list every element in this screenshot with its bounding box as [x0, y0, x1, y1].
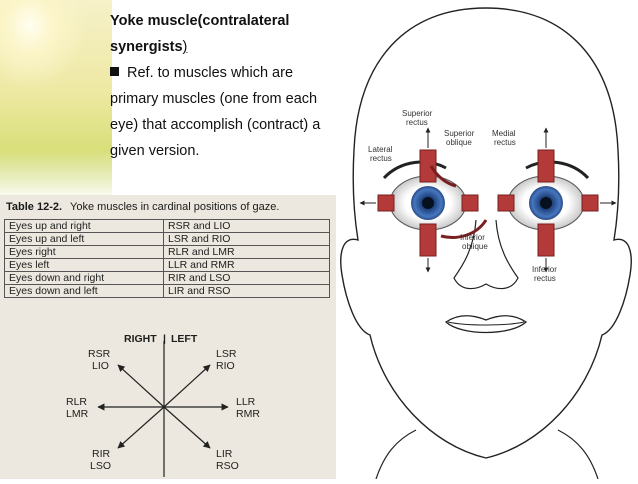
- left-eye: [497, 127, 617, 273]
- gaze-right-yoke: LMR: [66, 408, 89, 420]
- inferior-oblique-muscle: [440, 219, 488, 239]
- label-inferior-oblique-line1: Inferior: [460, 233, 485, 242]
- label-lateral-rectus-line2: rectus: [370, 154, 392, 163]
- label-lateral-rectus-line1: Lateral: [368, 145, 393, 154]
- left-superior-rectus: [537, 149, 555, 183]
- gaze-diagram: RIGHT | LEFT RSR LIO LSR RIO RLR LMR LLR…: [66, 333, 260, 477]
- neck-right: [557, 429, 599, 480]
- gaze-down-right-yoke: LSO: [90, 460, 111, 472]
- label-inferior-oblique-line2: oblique: [462, 242, 488, 251]
- left-pupil: [540, 197, 552, 209]
- gaze-up-left-yoke: RIO: [216, 360, 235, 372]
- bullet-item: Ref. to muscles which are primary muscle…: [110, 60, 342, 164]
- neck-left: [375, 429, 417, 480]
- label-superior-rectus-line1: Superior: [402, 109, 433, 118]
- gaze-left-primary: LLR: [236, 396, 256, 408]
- gaze-up-left-arrow: [163, 364, 211, 408]
- gaze-direction-cell: Eyes down and right: [4, 271, 164, 285]
- gaze-up-right-arrow: [117, 364, 165, 408]
- gaze-direction-cell: Eyes down and left: [4, 284, 164, 298]
- nose: [453, 219, 519, 290]
- right-medial-rectus: [461, 194, 479, 212]
- gaze-down-right-arrow: [117, 406, 165, 449]
- slide-title: Yoke muscle(contralateral synergists): [110, 8, 342, 60]
- right-inferior-rectus: [419, 223, 437, 257]
- gaze-direction-cell: Eyes up and right: [4, 219, 164, 233]
- slide-title-close: ): [182, 39, 188, 55]
- mouth-line: [447, 321, 525, 326]
- mouth: [444, 315, 528, 334]
- gaze-left-yoke: RMR: [236, 408, 260, 420]
- right-lateral-rectus: [377, 194, 395, 212]
- right-pupil: [422, 197, 434, 209]
- gaze-up-left-primary: LSR: [216, 348, 237, 360]
- right-superior-rectus: [419, 149, 437, 183]
- gaze-up-right-yoke: LIO: [92, 360, 109, 372]
- square-bullet-icon: [110, 67, 119, 76]
- gaze-left-label: LEFT: [171, 333, 198, 345]
- gaze-up-right-primary: RSR: [88, 348, 111, 360]
- left-medial-rectus: [497, 194, 515, 212]
- label-superior-rectus-line2: rectus: [406, 118, 428, 127]
- label-medial-rectus-line2: rectus: [494, 138, 516, 147]
- left-eyebrow: [525, 160, 590, 180]
- face-svg: Superior rectus Superior oblique Medial …: [340, 7, 632, 480]
- table-caption: Table 12-2. Yoke muscles in cardinal posi…: [6, 201, 279, 213]
- table-number: Table 12-2.: [6, 201, 63, 213]
- right-eye: [359, 127, 479, 273]
- gaze-down-left-primary: LIR: [216, 448, 233, 460]
- gaze-divider: |: [163, 333, 166, 345]
- label-superior-oblique-line2: oblique: [446, 138, 472, 147]
- yoke-muscles-cell: LIR and RSO: [163, 284, 330, 298]
- face-illustration: Superior rectus Superior oblique Medial …: [336, 0, 638, 480]
- label-medial-rectus-line1: Medial: [492, 129, 516, 138]
- gaze-down-left-arrow: [163, 406, 211, 449]
- label-inferior-rectus-line1: Inferior: [532, 265, 557, 274]
- table-caption-text: Yoke muscles in cardinal positions of ga…: [70, 201, 280, 213]
- left-lateral-rectus: [581, 194, 599, 212]
- label-superior-oblique-line1: Superior: [444, 129, 475, 138]
- slide-title-text: Yoke muscle(contralateral synergists: [110, 13, 290, 55]
- face-outline: [340, 7, 632, 459]
- gaze-right-label: RIGHT: [124, 333, 157, 345]
- slide-text: Yoke muscle(contralateral synergists) Re…: [110, 8, 342, 164]
- gaze-down-right-primary: RIR: [92, 448, 111, 460]
- superior-oblique-tendon: [429, 165, 457, 188]
- right-eyebrow: [382, 160, 447, 180]
- gaze-direction-cell: Eyes right: [4, 245, 164, 259]
- gaze-right-primary: RLR: [66, 396, 87, 408]
- label-inferior-rectus-line2: rectus: [534, 274, 556, 283]
- textbook-scan: Table 12-2. Yoke muscles in cardinal posi…: [0, 195, 336, 479]
- gaze-direction-cell: Eyes left: [4, 258, 164, 272]
- bullet-text: Ref. to muscles which are primary muscle…: [110, 65, 321, 159]
- gaze-down-left-yoke: RSO: [216, 460, 239, 472]
- left-inferior-rectus: [537, 223, 555, 257]
- decorative-glow-fade: [0, 150, 112, 200]
